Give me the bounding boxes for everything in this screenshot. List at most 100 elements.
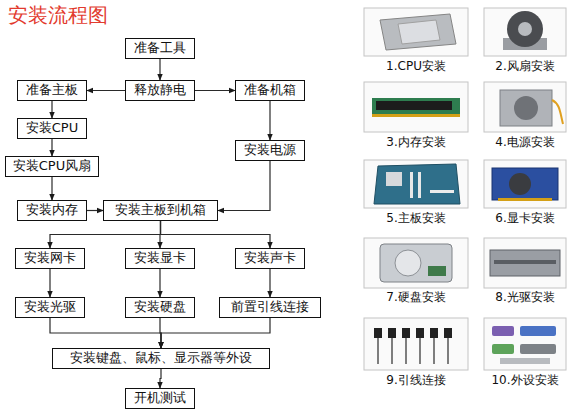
card-board bbox=[492, 168, 558, 200]
node-text: 前置引线连接 bbox=[231, 300, 309, 315]
process-box: 前置引线连接 bbox=[219, 297, 321, 318]
node-text: 安装键盘、鼠标、显示器等外设 bbox=[70, 351, 252, 366]
vga-port bbox=[520, 326, 556, 336]
photo-frame bbox=[484, 318, 566, 370]
slot bbox=[430, 190, 454, 193]
ps2-port bbox=[492, 344, 514, 354]
process-box: 安装硬盘 bbox=[125, 297, 195, 318]
slot bbox=[410, 172, 413, 198]
node-text: 安装内存 bbox=[26, 203, 78, 218]
process-box: 安装键盘、鼠标、显示器等外设 bbox=[52, 348, 270, 369]
photo-caption: 3.内存安装 bbox=[356, 135, 476, 149]
motherboard-photo bbox=[364, 160, 468, 208]
process-box: 安装主板到机箱 bbox=[103, 200, 218, 221]
node-text: 安装CPU bbox=[26, 121, 78, 136]
ports-photo bbox=[484, 318, 566, 370]
node-text: 安装CPU风扇 bbox=[13, 159, 91, 174]
flow-arrow bbox=[160, 318, 161, 348]
fan-hub bbox=[518, 22, 532, 36]
node-text: 安装主板到机箱 bbox=[115, 203, 206, 218]
cable-plug bbox=[402, 328, 410, 338]
cable-wires bbox=[378, 336, 448, 364]
node-text: 安装硬盘 bbox=[134, 300, 186, 315]
flow-arrow bbox=[51, 139, 52, 156]
photo-caption: 9.引线连接 bbox=[356, 373, 476, 387]
flow-arrow bbox=[87, 210, 103, 211]
node-text: 安装电源 bbox=[244, 143, 296, 158]
fan-photo bbox=[484, 8, 566, 56]
node-text: 准备机箱 bbox=[244, 83, 296, 98]
cpu-photo bbox=[364, 8, 468, 56]
process-box: 安装CPU风扇 bbox=[5, 156, 99, 177]
diagram-title: 安装流程图 bbox=[8, 3, 108, 27]
flow-arrow bbox=[51, 101, 52, 118]
serial-port bbox=[520, 344, 556, 354]
psu-case bbox=[500, 90, 552, 126]
photo-caption: 5.主板安装 bbox=[356, 211, 476, 225]
photo-caption: 4.电源安装 bbox=[465, 135, 577, 149]
psu-fan bbox=[514, 96, 538, 120]
cables-photo bbox=[364, 318, 468, 370]
photo-frame bbox=[364, 160, 468, 208]
flow-arrow bbox=[218, 161, 270, 211]
flow-arrow bbox=[51, 177, 52, 200]
photo-caption: 10.外设安装 bbox=[465, 373, 577, 387]
power-photo bbox=[484, 82, 566, 132]
hdd-platter bbox=[395, 250, 421, 276]
flow-arrow bbox=[49, 269, 50, 297]
process-box: 安装CPU bbox=[17, 118, 87, 139]
photo-caption: 6.显卡安装 bbox=[465, 211, 577, 225]
flow-arrow bbox=[50, 221, 161, 248]
fan-blades bbox=[507, 11, 543, 47]
photo-frame bbox=[484, 82, 566, 132]
hdd-case bbox=[380, 244, 452, 282]
node-text: 安装声卡 bbox=[244, 251, 296, 266]
card-contacts bbox=[498, 198, 552, 201]
photo-frame bbox=[364, 238, 468, 288]
flow-arrow bbox=[195, 90, 235, 91]
cpu-socket bbox=[386, 172, 402, 186]
drive-case bbox=[490, 250, 560, 276]
flow-arrow bbox=[87, 90, 125, 91]
cable-plug bbox=[416, 328, 424, 338]
graphics-photo bbox=[484, 160, 566, 208]
flow-arrow bbox=[161, 221, 271, 248]
process-box: 安装网卡 bbox=[15, 248, 85, 269]
memory-photo bbox=[364, 82, 468, 132]
node-text: 开机测试 bbox=[134, 391, 186, 406]
photo-frame bbox=[484, 160, 566, 208]
flow-arrow bbox=[161, 318, 270, 348]
node-text: 准备主板 bbox=[26, 83, 78, 98]
flow-arrow bbox=[269, 269, 270, 297]
optical-photo bbox=[484, 238, 566, 288]
process-box: 安装显卡 bbox=[125, 248, 195, 269]
flow-arrow bbox=[160, 369, 161, 388]
flow-arrow bbox=[159, 59, 160, 80]
photo-caption: 2.风扇安装 bbox=[465, 59, 577, 73]
hdd-photo bbox=[364, 238, 468, 288]
psu-cable bbox=[552, 100, 563, 124]
process-box: 开机测试 bbox=[125, 388, 195, 409]
ram-board bbox=[372, 98, 460, 116]
process-box: 安装内存 bbox=[17, 200, 87, 221]
drive-tray bbox=[494, 260, 556, 264]
photo-caption: 7.硬盘安装 bbox=[356, 290, 476, 304]
usb-port bbox=[500, 358, 550, 364]
card-fan bbox=[509, 173, 531, 195]
process-box: 准备机箱 bbox=[235, 80, 305, 101]
flow-arrow bbox=[269, 101, 270, 140]
flow-arrow bbox=[50, 318, 161, 348]
process-box: 安装光驱 bbox=[15, 297, 85, 318]
cpu-plate bbox=[380, 14, 456, 50]
flow-arrow bbox=[159, 269, 160, 297]
photo-frame bbox=[364, 8, 468, 56]
slot bbox=[418, 172, 421, 198]
node-text: 释放静电 bbox=[134, 83, 186, 98]
node-text: 安装显卡 bbox=[134, 251, 186, 266]
photo-caption: 1.CPU安装 bbox=[356, 59, 476, 73]
node-text: 准备工具 bbox=[134, 41, 186, 56]
ram-chips bbox=[376, 101, 452, 110]
ps2-port bbox=[492, 326, 514, 336]
